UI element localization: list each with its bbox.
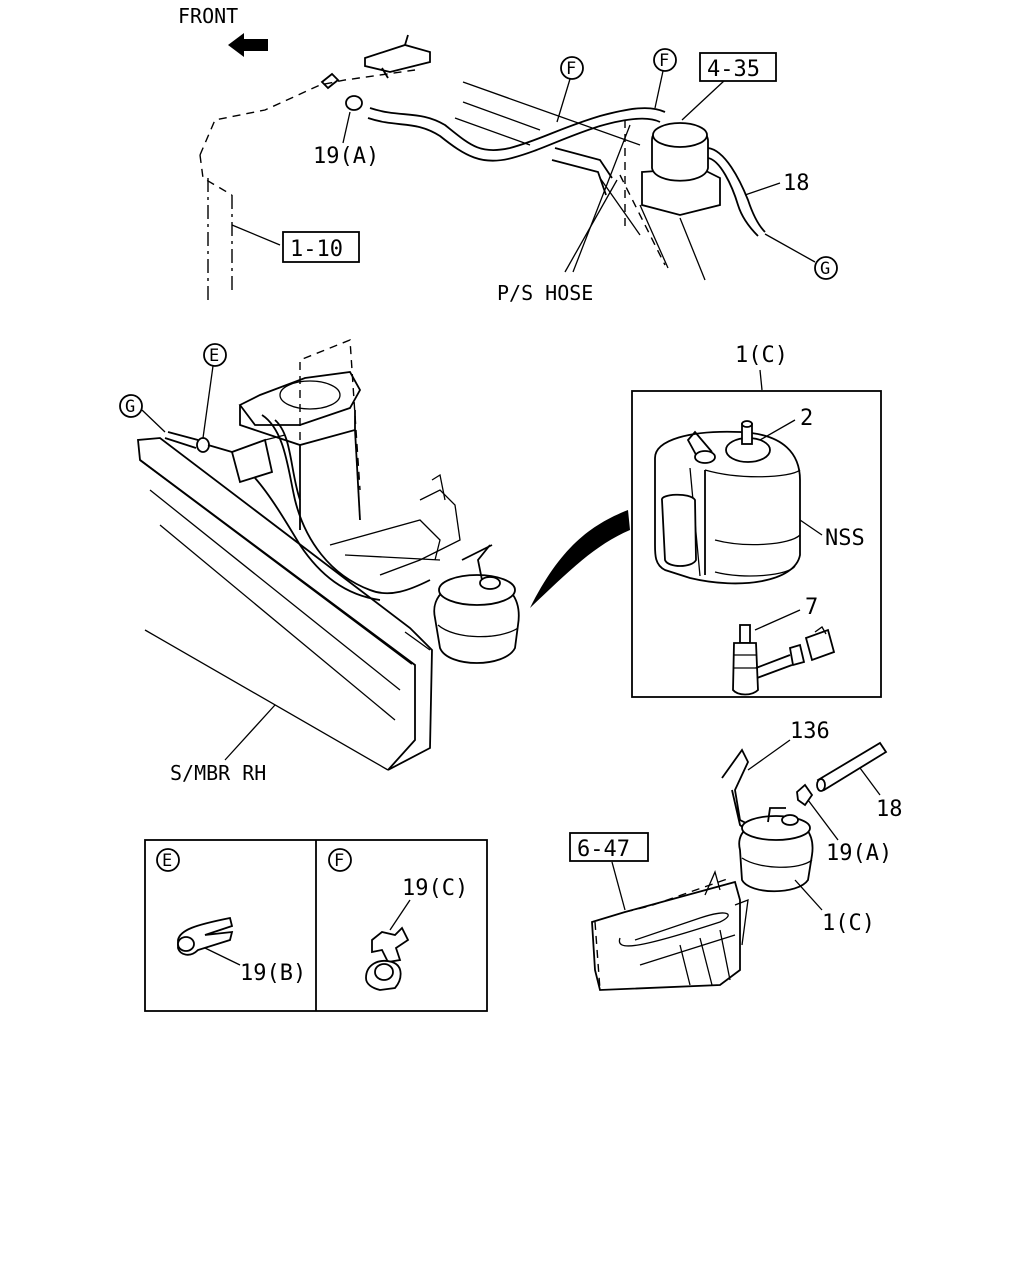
callout-f2: F <box>659 51 669 71</box>
ps-hose-label: P/S HOSE <box>497 281 593 305</box>
callout-g-top: G <box>820 259 830 279</box>
ref-6-47-label: 6-47 <box>577 837 630 862</box>
front-label: FRONT <box>178 4 238 28</box>
mount-bracket-6-47 <box>591 880 741 991</box>
callout-e-main-circle <box>203 343 227 367</box>
frame-view-section: G E S/MBR RH <box>119 338 630 785</box>
part-19b-label: 19(B) <box>240 961 306 986</box>
ref-4-35-label: 4-35 <box>707 57 760 82</box>
part-7-label: 7 <box>805 595 818 620</box>
part-19c-label: 19(C) <box>402 876 468 901</box>
ref-box-1-10 <box>282 231 360 263</box>
detail-pointer <box>530 510 630 608</box>
detail-box-1c: 1(C) 2 NSS 7 <box>631 343 882 698</box>
level-sensor-7 <box>732 642 759 696</box>
callout-f-inset-circle <box>328 848 352 872</box>
part-136-label: 136 <box>790 719 830 744</box>
callout-f2-circle <box>653 48 677 72</box>
part-1c-bottom-label: 1(C) <box>822 911 875 936</box>
hose-18-bottom <box>816 741 888 792</box>
callout-g-main-circle <box>119 394 143 418</box>
clamp-19a-top <box>345 95 363 111</box>
callout-f1: F <box>566 59 576 79</box>
part-18-bottom-label: 18 <box>876 797 903 822</box>
ref-box-6-47 <box>569 832 649 862</box>
clip-19c <box>371 926 410 963</box>
ref-box-4-35 <box>699 52 777 82</box>
nss-label: NSS <box>825 526 865 551</box>
part-19a-top-label: 19(A) <box>313 144 379 169</box>
callout-e-main: E <box>209 346 219 366</box>
ref-1-10-label: 1-10 <box>290 237 343 262</box>
top-view-section: FRONT 1-10 19(A) F <box>178 4 838 305</box>
part-2-label: 2 <box>800 406 813 431</box>
inset-panels: E 19(B) F 19(C) <box>144 839 488 1012</box>
bracket-view-section: 136 18 19(A) 1(C) 6-47 <box>569 719 903 991</box>
callout-g-main: G <box>125 397 135 417</box>
callout-f-inset: F <box>334 851 344 871</box>
callout-e-inset-circle <box>156 848 180 872</box>
front-arrow-icon <box>228 33 268 57</box>
smbr-rh-label: S/MBR RH <box>170 761 266 785</box>
part-1c-box-label: 1(C) <box>735 343 788 368</box>
part-19a-bottom-label: 19(A) <box>826 841 892 866</box>
part-18-top-label: 18 <box>783 171 810 196</box>
callout-e-inset: E <box>162 851 172 871</box>
callout-f1-circle <box>560 56 584 80</box>
callout-g-top-circle <box>814 256 838 280</box>
